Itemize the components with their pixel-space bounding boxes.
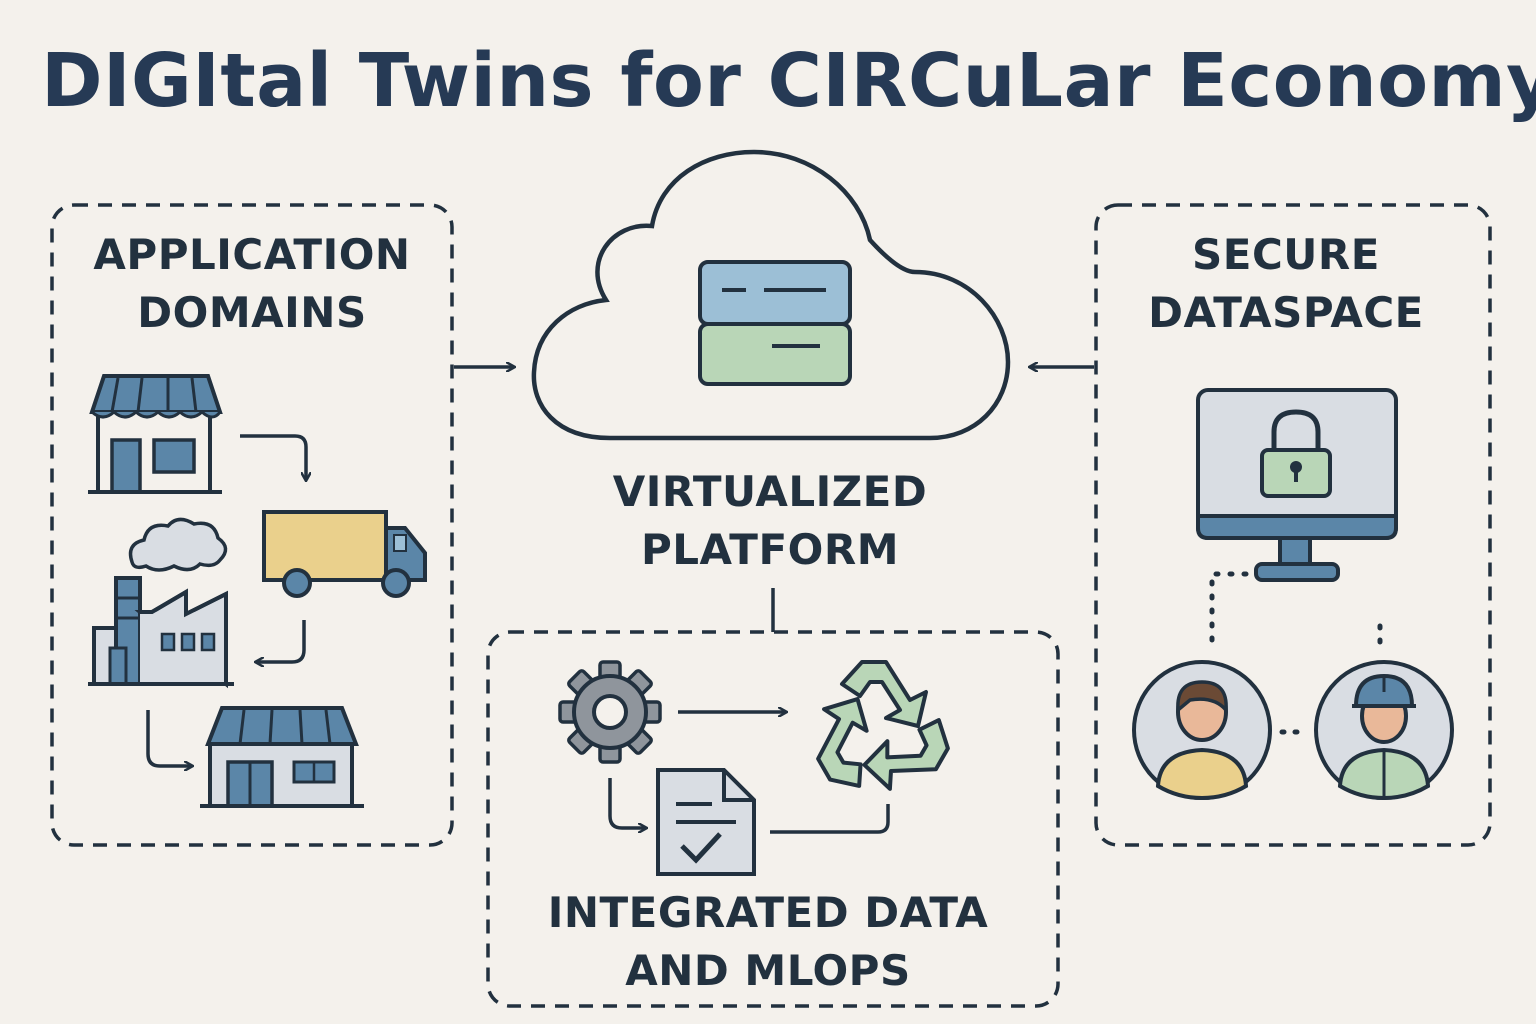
server-icon: [698, 260, 852, 386]
application-domains-label: APPLICATION DOMAINS: [52, 226, 452, 342]
document-check-icon: [656, 768, 756, 876]
virtualized-platform-line2: PLATFORM: [641, 525, 899, 574]
monitor-lock-icon: [1196, 388, 1398, 582]
arrow-truck-to-factory: [256, 620, 306, 662]
worker-avatar-icon: [1314, 660, 1454, 801]
application-domains-line2: DOMAINS: [137, 288, 367, 337]
store-icon: [88, 374, 223, 494]
application-domains-line1: APPLICATION: [93, 230, 411, 279]
arrow-store-to-truck: [240, 434, 306, 480]
virtualized-platform-label: VIRTUALIZED PLATFORM: [570, 463, 970, 579]
warehouse-icon: [200, 706, 364, 808]
connector-document-to-recycle: [770, 804, 890, 834]
arrow-gear-to-document: [608, 778, 646, 828]
application-domains-box: [50, 203, 454, 847]
secure-dataspace-label: SECURE DATASPACE: [1096, 226, 1476, 342]
integrated-data-label: INTEGRATED DATA AND MLOPS: [488, 884, 1048, 1000]
truck-icon: [262, 510, 427, 598]
integrated-data-line2: AND MLOPS: [625, 946, 911, 995]
virtualized-platform-line1: VIRTUALIZED: [612, 467, 928, 516]
gear-icon: [558, 660, 662, 764]
smoke-icon: [128, 517, 228, 572]
recycle-icon: [816, 660, 950, 791]
integrated-data-box: [486, 630, 1060, 1008]
factory-icon: [88, 576, 234, 689]
arrow-factory-to-warehouse: [146, 710, 192, 766]
secure-dataspace-box: [1094, 203, 1492, 847]
dotted-link-monitor-left: [1209, 571, 1249, 649]
integrated-data-line1: INTEGRATED DATA: [547, 888, 989, 937]
person-avatar-icon: [1132, 660, 1272, 801]
secure-dataspace-line2: DATASPACE: [1148, 288, 1424, 337]
page-title: DIGItal Twins for CIRCuLar Economy: [41, 38, 1536, 124]
secure-dataspace-line1: SECURE: [1192, 230, 1380, 279]
